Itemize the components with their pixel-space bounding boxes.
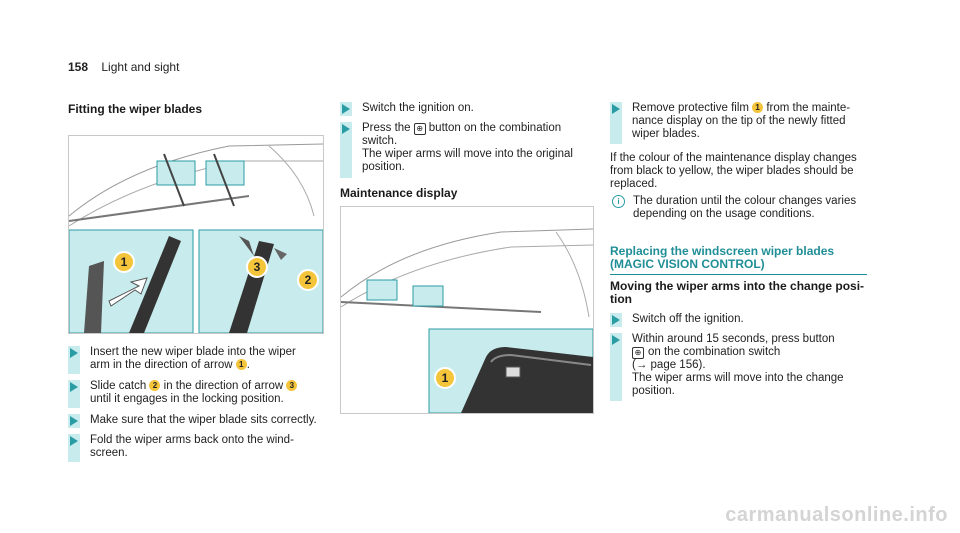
heading-fitting: Fitting the wiper blades <box>68 102 203 116</box>
step-arrow-icon <box>68 414 80 428</box>
maintenance-illustration <box>341 228 593 413</box>
step-arrow-icon <box>340 122 352 178</box>
step-arrow-icon <box>68 346 80 374</box>
heading-maintenance: Maintenance display <box>340 186 458 200</box>
step-ignition-on: Switch the ignition on. <box>340 102 590 116</box>
ref-badge: 2 <box>149 380 161 392</box>
section-title-replacing: Replacing the windscreen wiper blades (M… <box>610 245 867 275</box>
step-fold-arms: Fold the wiper arms back onto the wind-s… <box>68 434 318 462</box>
step-press-button: Press the ⊕button on the combination swi… <box>340 122 590 178</box>
badge-1: 1 <box>113 251 135 273</box>
wiper-illustration <box>69 143 323 333</box>
page-link[interactable]: (→ page 156). <box>632 359 706 371</box>
step-arrow-icon <box>68 380 80 408</box>
section-name: Light and sight <box>101 60 180 74</box>
step-remove-film: Remove protective film 1 from the mainte… <box>610 102 870 144</box>
ref-badge: 1 <box>235 359 247 371</box>
ref-badge: 3 <box>286 380 298 392</box>
badge-2: 2 <box>297 269 319 291</box>
step-arrow-icon <box>610 333 622 401</box>
badge-3: 3 <box>246 256 268 278</box>
step-arrow-icon <box>340 102 352 116</box>
watermark: carmanualsonline.info <box>725 504 948 526</box>
page-header: 158 Light and sight <box>68 60 179 74</box>
page-number: 158 <box>68 60 89 74</box>
ref-badge: 1 <box>752 102 764 114</box>
step-slide-catch: Slide catch 2 in the direction of arrow … <box>68 380 318 408</box>
heading-moving-arms: Moving the wiper arms into the change po… <box>610 279 865 306</box>
step-press-within: Within around 15 seconds, press button ⊕… <box>610 333 870 401</box>
step-ignition-off: Switch off the ignition. <box>610 313 870 327</box>
step-arrow-icon <box>68 434 80 462</box>
badge-1: 1 <box>434 367 456 389</box>
figure-maintenance-display: 1 <box>340 206 594 414</box>
info-icon: i <box>612 195 625 208</box>
step-arrow-icon <box>610 102 622 144</box>
step-arrow-icon <box>610 313 622 327</box>
wiper-switch-icon: ⊕ <box>632 347 644 359</box>
paragraph-colour-change: If the colour of the maintenance display… <box>610 152 857 190</box>
step-insert-blade: Insert the new wiper blade into the wipe… <box>68 346 318 374</box>
note-duration: i The duration until the colour changes … <box>612 195 870 221</box>
figure-wiper-blades: 1 3 2 <box>68 135 324 334</box>
wiper-switch-icon: ⊕ <box>413 123 426 135</box>
step-check-blade: Make sure that the wiper blade sits corr… <box>68 414 318 428</box>
